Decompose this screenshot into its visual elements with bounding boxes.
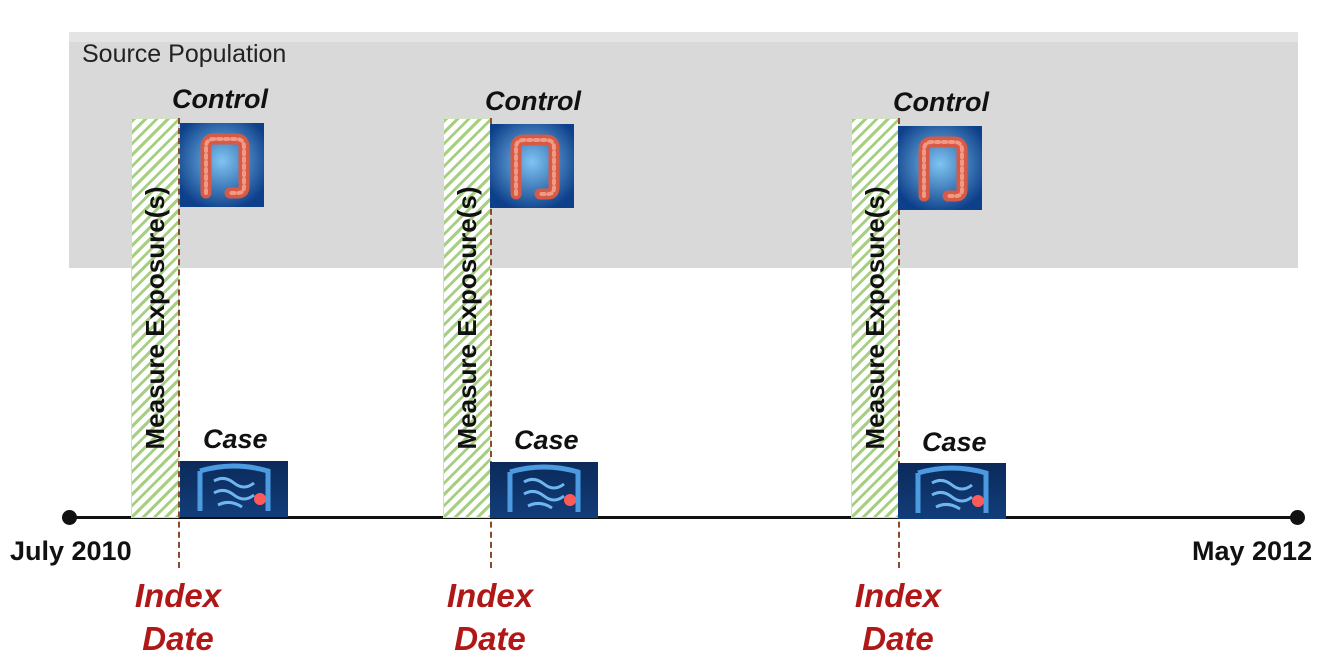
index-date-line (490, 118, 492, 568)
case-label: Case (922, 427, 987, 457)
index-date-label: Index Date (108, 574, 248, 660)
timeline-axis (69, 516, 1298, 519)
exposure-window (443, 118, 491, 518)
exposure-window (851, 118, 899, 518)
colon-image-icon (180, 123, 264, 207)
exposure-window (131, 118, 179, 518)
exposure-label: Measure Exposure(s) (452, 186, 482, 450)
timeline-end-label: May 2012 (1192, 536, 1313, 566)
intestine-xray-image-icon (180, 461, 288, 517)
colon-image-icon (490, 124, 574, 208)
index-date-line2: Date (142, 620, 214, 657)
timeline-start-dot (62, 510, 77, 525)
source-population-band-top (69, 32, 1298, 42)
index-date-label: Index Date (828, 574, 968, 660)
index-date-line2: Date (454, 620, 526, 657)
control-label: Control (172, 84, 268, 114)
index-date-line (178, 118, 180, 568)
source-population-label: Source Population (82, 40, 287, 68)
control-label: Control (893, 87, 989, 117)
source-population-band (69, 32, 1298, 268)
case-label: Case (514, 425, 579, 455)
index-date-label: Index Date (420, 574, 560, 660)
index-date-line2: Date (862, 620, 934, 657)
index-date-line1: Index (854, 577, 942, 614)
colon-image-icon (898, 126, 982, 210)
intestine-xray-image-icon (490, 462, 598, 518)
index-date-line (898, 118, 900, 568)
intestine-xray-image-icon (898, 463, 1006, 519)
timeline-end-dot (1290, 510, 1305, 525)
exposure-label: Measure Exposure(s) (860, 186, 890, 450)
index-date-line1: Index (134, 577, 222, 614)
exposure-label: Measure Exposure(s) (140, 186, 170, 450)
timeline-start-label: July 2010 (10, 536, 132, 566)
control-label: Control (485, 86, 581, 116)
index-date-line1: Index (446, 577, 534, 614)
case-label: Case (203, 424, 268, 454)
